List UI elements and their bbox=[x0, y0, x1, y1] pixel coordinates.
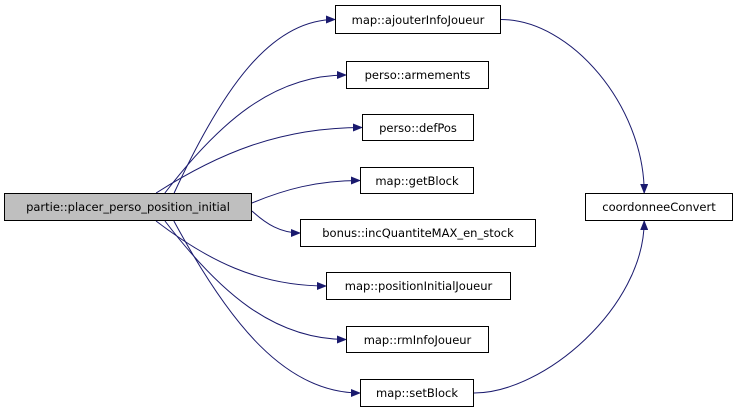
node-callee[interactable]: perso::defPos bbox=[362, 114, 474, 141]
call-edge bbox=[164, 71, 347, 194]
node-secondary[interactable]: coordonneeConvert bbox=[585, 193, 733, 221]
node-root: partie::placer_perso_position_initial bbox=[4, 193, 252, 221]
node-callee[interactable]: map::ajouterInfoJoueur bbox=[335, 5, 501, 34]
call-edge bbox=[173, 220, 361, 397]
call-edge bbox=[155, 123, 363, 194]
call-edge bbox=[155, 220, 327, 290]
node-callee[interactable]: map::rmInfoJoueur bbox=[346, 326, 489, 353]
node-callee[interactable]: perso::armements bbox=[346, 61, 489, 89]
call-edge bbox=[173, 15, 336, 194]
call-edge bbox=[473, 220, 649, 394]
call-edge bbox=[251, 176, 361, 204]
node-callee[interactable]: map::positionInitialJoueur bbox=[326, 272, 511, 300]
call-edge bbox=[500, 19, 649, 194]
node-callee[interactable]: bonus::incQuantiteMAX_en_stock bbox=[300, 219, 536, 247]
node-callee[interactable]: map::setBlock bbox=[360, 379, 474, 407]
node-callee[interactable]: map::getBlock bbox=[360, 167, 474, 194]
call-edge bbox=[164, 220, 347, 344]
call-edge bbox=[251, 210, 301, 237]
